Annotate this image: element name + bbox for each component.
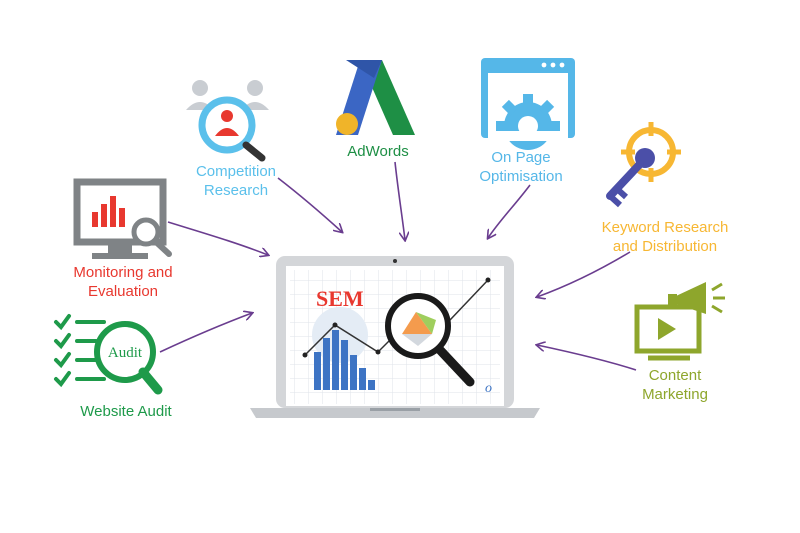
audit-checklist-icon: Audit [54, 314, 163, 395]
monitor-chart-icon [73, 178, 172, 259]
browser-gear-icon [481, 58, 575, 150]
label-line: Evaluation [87, 283, 159, 300]
label-line: Research [203, 182, 269, 199]
label-line: Optimisation [479, 168, 563, 185]
label-line: Content [648, 367, 702, 384]
label-line: On Page [491, 149, 551, 166]
arrow-adwords [394, 161, 405, 240]
label-adwords: AdWords [338, 142, 418, 161]
target-key-icon [606, 122, 681, 208]
label-line: Website Audit [80, 403, 172, 420]
magnifier-icon [385, 293, 475, 387]
label-keyword-research: Keyword Research and Distribution [590, 218, 740, 256]
arrow-onpage [488, 184, 531, 238]
label-line: Keyword Research [601, 219, 729, 236]
label-line: Marketing [642, 386, 708, 403]
laptop-illustration: SEM o [250, 256, 540, 418]
label-line: Monitoring and [73, 264, 173, 281]
label-on-page-optimisation: On Page Optimisation [466, 148, 576, 186]
arrow-content [537, 345, 637, 371]
screen-title: SEM [316, 286, 364, 311]
audit-badge-text: Audit [108, 345, 143, 361]
screen-bar-chart [314, 330, 375, 390]
arrow-audit [159, 313, 252, 353]
arrow-competition [277, 177, 342, 232]
arrow-keyword [537, 251, 631, 297]
adwords-logo-icon [336, 60, 415, 135]
megaphone-video-icon [634, 282, 725, 361]
label-monitoring-evaluation: Monitoring and Evaluation [58, 263, 188, 301]
laptop-base [250, 408, 540, 418]
label-line: and Distribution [612, 238, 718, 255]
label-line: Competition [195, 163, 277, 180]
label-content-marketing: Content Marketing [630, 366, 720, 404]
label-line: AdWords [347, 143, 409, 160]
arrow-monitoring [167, 221, 268, 255]
label-website-audit: Website Audit [68, 402, 184, 421]
connector-arrows [159, 161, 637, 371]
svg-text:o: o [485, 381, 492, 396]
label-competition-research: Competition Research [186, 162, 286, 200]
competition-research-icon [186, 80, 269, 162]
